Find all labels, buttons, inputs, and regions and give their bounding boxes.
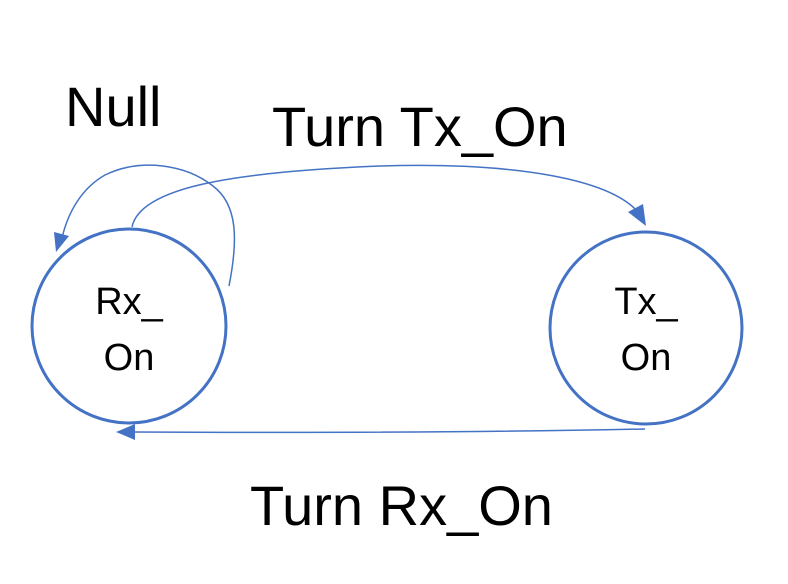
state-tx-on-label-line2: On [621, 337, 672, 379]
state-tx-on: Tx_ On [548, 230, 744, 426]
state-tx-on-circle [548, 230, 744, 426]
tx-to-rx-label: Turn Rx_On [250, 474, 553, 537]
rx-to-tx-label: Turn Tx_On [272, 95, 568, 158]
state-rx-on: Rx_ On [30, 227, 228, 425]
self-loop-edge [61, 164, 236, 287]
state-tx-on-label-line1: Tx_ [614, 281, 678, 323]
rx-to-tx-arrowhead [628, 204, 646, 226]
self-loop-arrowhead [54, 232, 69, 252]
rx-to-tx-edge [131, 164, 639, 228]
state-rx-on-label-line2: On [104, 337, 155, 379]
tx-to-rx-edge [131, 428, 646, 434]
tx-to-rx-arrowhead [116, 424, 135, 440]
self-loop-label: Null [65, 75, 161, 138]
state-rx-on-circle [30, 227, 228, 425]
state-rx-on-label-line1: Rx_ [95, 281, 163, 323]
